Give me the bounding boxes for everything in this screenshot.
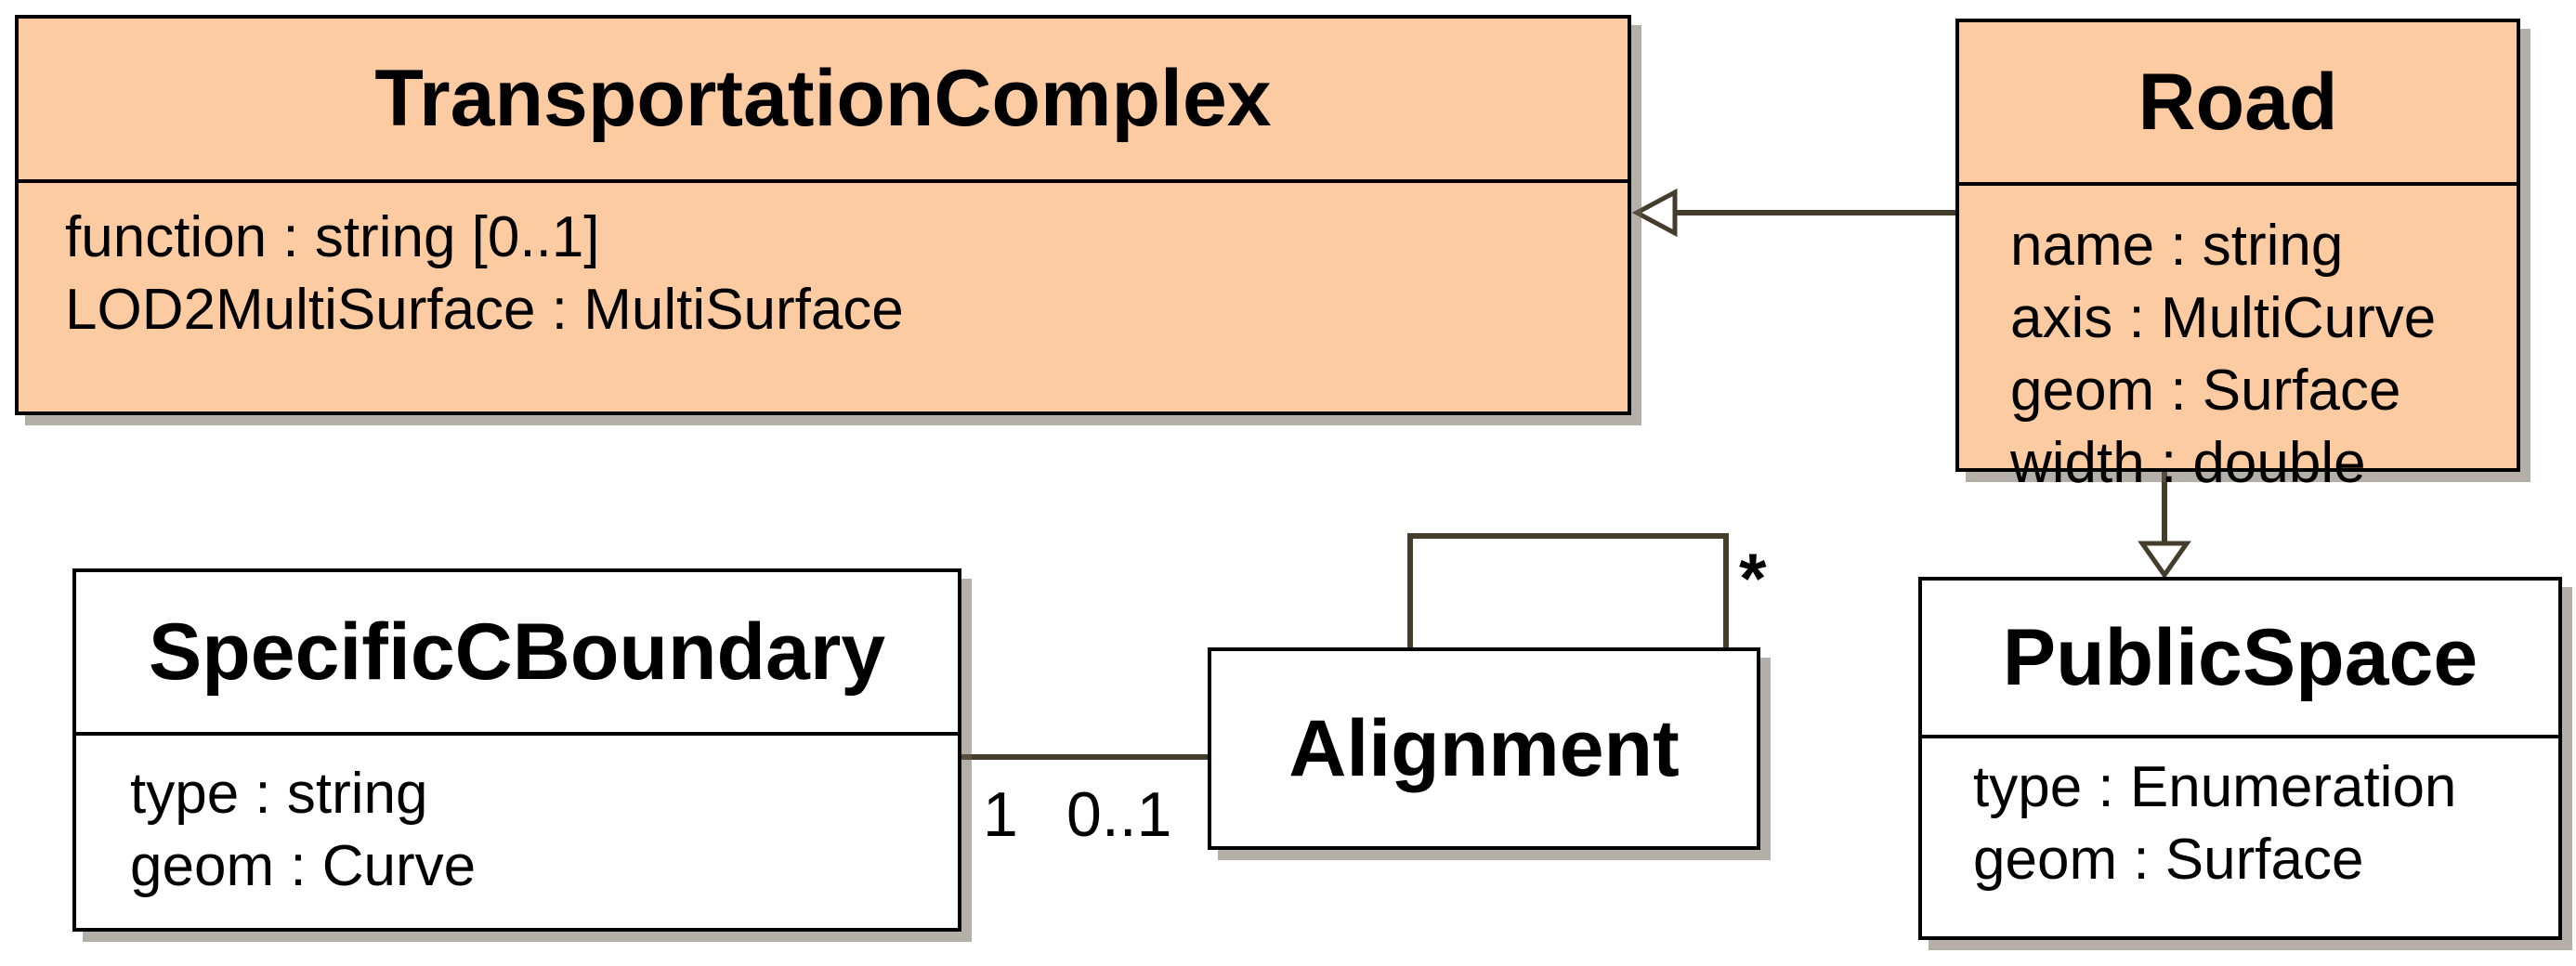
class-box-road: Road name : string axis : MultiCurve geo…: [1955, 19, 2520, 495]
class-box-publicspace: PublicSpace type : Enumeration geom : Su…: [1918, 577, 2562, 940]
class-attributes: name : string axis : MultiCurve geom : S…: [1959, 186, 2517, 500]
self-association-alignment-loop-line: [1407, 533, 1729, 647]
generalization-hollow-triangle-left-icon: [1631, 188, 1678, 238]
attribute: geom : Surface: [2010, 359, 2401, 423]
class-title: PublicSpace: [1922, 581, 2558, 738]
multiplicity-label-zero-one: 0..1: [1066, 779, 1172, 850]
class-title: Alignment: [1288, 703, 1680, 793]
multiplicity-label-star: *: [1739, 540, 1767, 619]
class-title: Road: [1959, 22, 2517, 186]
attribute: geom : Curve: [130, 834, 477, 898]
generalization-hollow-triangle-down-icon: [2138, 541, 2191, 580]
class-attributes: type : Enumeration geom : Surface: [1922, 738, 2558, 896]
attribute: type : string: [130, 762, 428, 826]
class-attributes: type : string geom : Curve: [76, 736, 958, 903]
attribute: geom : Surface: [1973, 828, 2364, 892]
class-box-specificcboundary: SpecificCBoundary type : string geom : C…: [72, 568, 961, 932]
class-title: TransportationComplex: [19, 19, 1628, 183]
class-box-alignment: Alignment: [1208, 647, 1760, 850]
attribute: name : string: [2010, 214, 2344, 278]
class-title: SpecificCBoundary: [76, 572, 958, 736]
attribute: function : string [0..1]: [65, 205, 600, 269]
attribute: axis : MultiCurve: [2010, 286, 2437, 350]
multiplicity-label-one: 1: [983, 779, 1018, 850]
class-box-transportationcomplex: TransportationComplex function : string …: [15, 15, 1631, 415]
attribute: type : Enumeration: [1973, 755, 2457, 819]
class-attributes: function : string [0..1] LOD2MultiSurfac…: [19, 183, 1628, 346]
attribute: width : double: [2010, 431, 2366, 495]
attribute: LOD2MultiSurface : MultiSurface: [65, 278, 904, 342]
